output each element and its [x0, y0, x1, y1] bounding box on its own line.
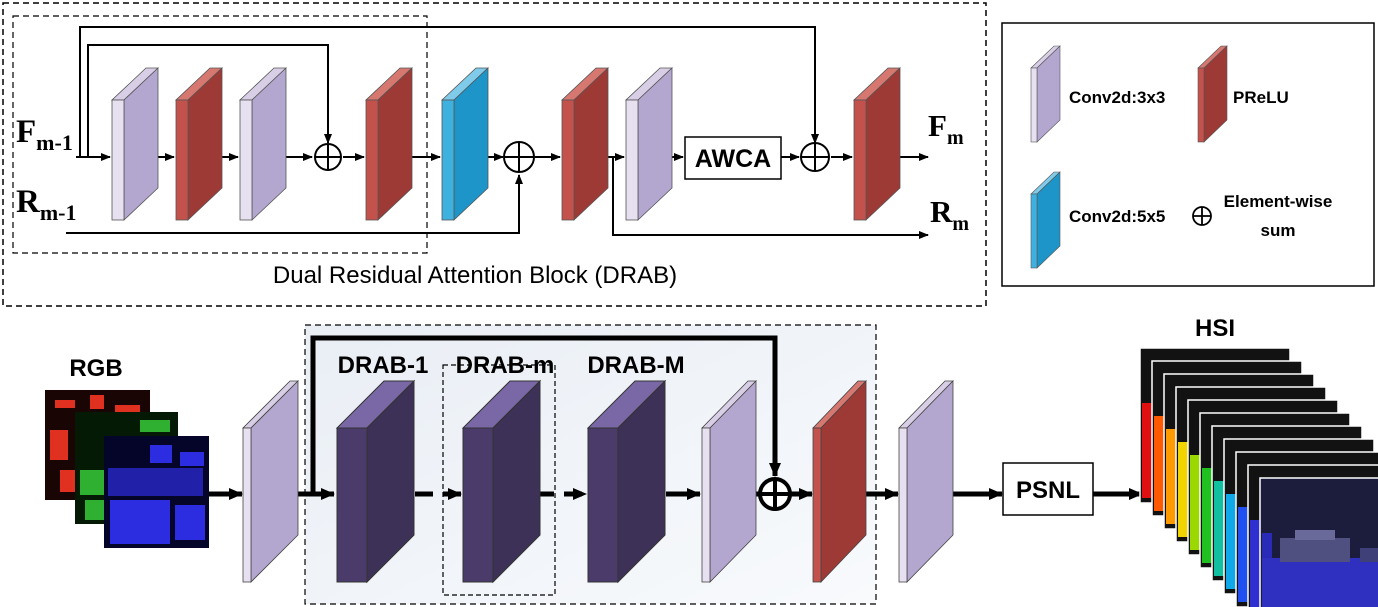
r-path-line [66, 174, 523, 234]
conv3x3-block [701, 380, 757, 583]
prelu-block [812, 380, 867, 583]
legend-box [1001, 22, 1375, 287]
drab-m-label: DRAB-m [456, 352, 555, 379]
hsi-band-edge [1238, 507, 1248, 602]
hsi-band-edge [1190, 455, 1200, 550]
element-wise-sum-icon [314, 143, 342, 171]
drab-M-block [586, 379, 667, 584]
r-output-line [612, 157, 929, 239]
element-wise-sum-icon [800, 142, 830, 172]
hsi-band-edge [1154, 416, 1164, 511]
rgb-label: RGB [69, 355, 122, 382]
legend-prelu-swatch [1197, 45, 1228, 143]
awca-label: AWCA [695, 145, 771, 173]
hsi-scene-region [1280, 538, 1350, 562]
skip-line-outer [79, 26, 819, 157]
output-f-label: Fm [928, 108, 964, 149]
drab-inner-box [12, 15, 428, 254]
prelu-block [174, 67, 224, 221]
psnl-box [1002, 462, 1094, 516]
hsi-band-edge [1214, 481, 1224, 576]
legend-prelu-label: PReLU [1233, 88, 1289, 107]
input-r-label: Rm-1 [16, 184, 77, 225]
conv3x3-block [238, 67, 288, 221]
hsi-label: HSI [1195, 315, 1235, 342]
input-f-label: Fm-1 [16, 114, 73, 155]
conv5x5-block [440, 67, 490, 221]
element-wise-sum-icon [503, 141, 535, 173]
legend-sum-icon [1192, 206, 1212, 226]
conv3x3-block [242, 380, 299, 583]
psnl-label: PSNL [1016, 477, 1080, 504]
hsi-scene-region [1295, 530, 1335, 540]
prelu-block [852, 67, 902, 221]
global-skip-line [310, 335, 781, 494]
hsi-band-edge [1178, 442, 1188, 537]
hsi-band-edge [1166, 429, 1176, 524]
drab-M-label: DRAB-M [587, 352, 684, 379]
drab-1-label: DRAB-1 [338, 352, 429, 379]
drab-1-block [335, 379, 416, 584]
drab-m-box [442, 364, 556, 596]
hsi-image-stack [1139, 347, 1378, 607]
conv3x3-block [624, 67, 674, 221]
hsi-band-edge [1250, 520, 1260, 607]
legend-conv3-swatch [1030, 45, 1061, 143]
hsi-band-edge [1142, 403, 1152, 498]
awca-box [684, 136, 782, 180]
drab-outer-box [2, 2, 987, 307]
drab-m-block [461, 379, 542, 584]
hsi-band-edge [1226, 494, 1236, 589]
conv3x3-block [110, 67, 160, 221]
hsi-scene-region [1262, 558, 1378, 607]
prelu-block [364, 67, 414, 221]
hsi-band-edge [1202, 468, 1212, 563]
element-wise-sum-icon [758, 477, 792, 511]
skip-line-inner [87, 44, 332, 157]
legend-conv5-swatch [1030, 171, 1061, 269]
output-r-label: Rm [930, 194, 969, 235]
prelu-block [560, 67, 610, 221]
legend-sum-label-2: sum [1261, 221, 1296, 240]
drab-title: Dual Residual Attention Block (DRAB) [273, 262, 677, 289]
legend-conv3-label: Conv2d:3x3 [1069, 88, 1165, 107]
conv3x3-block [898, 380, 954, 583]
hsi-scene-region [1360, 548, 1378, 562]
legend-sum-label-1: Element-wise [1224, 192, 1333, 211]
legend-conv5-label: Conv2d:5x5 [1069, 207, 1165, 226]
rgb-image-stack [45, 390, 209, 548]
